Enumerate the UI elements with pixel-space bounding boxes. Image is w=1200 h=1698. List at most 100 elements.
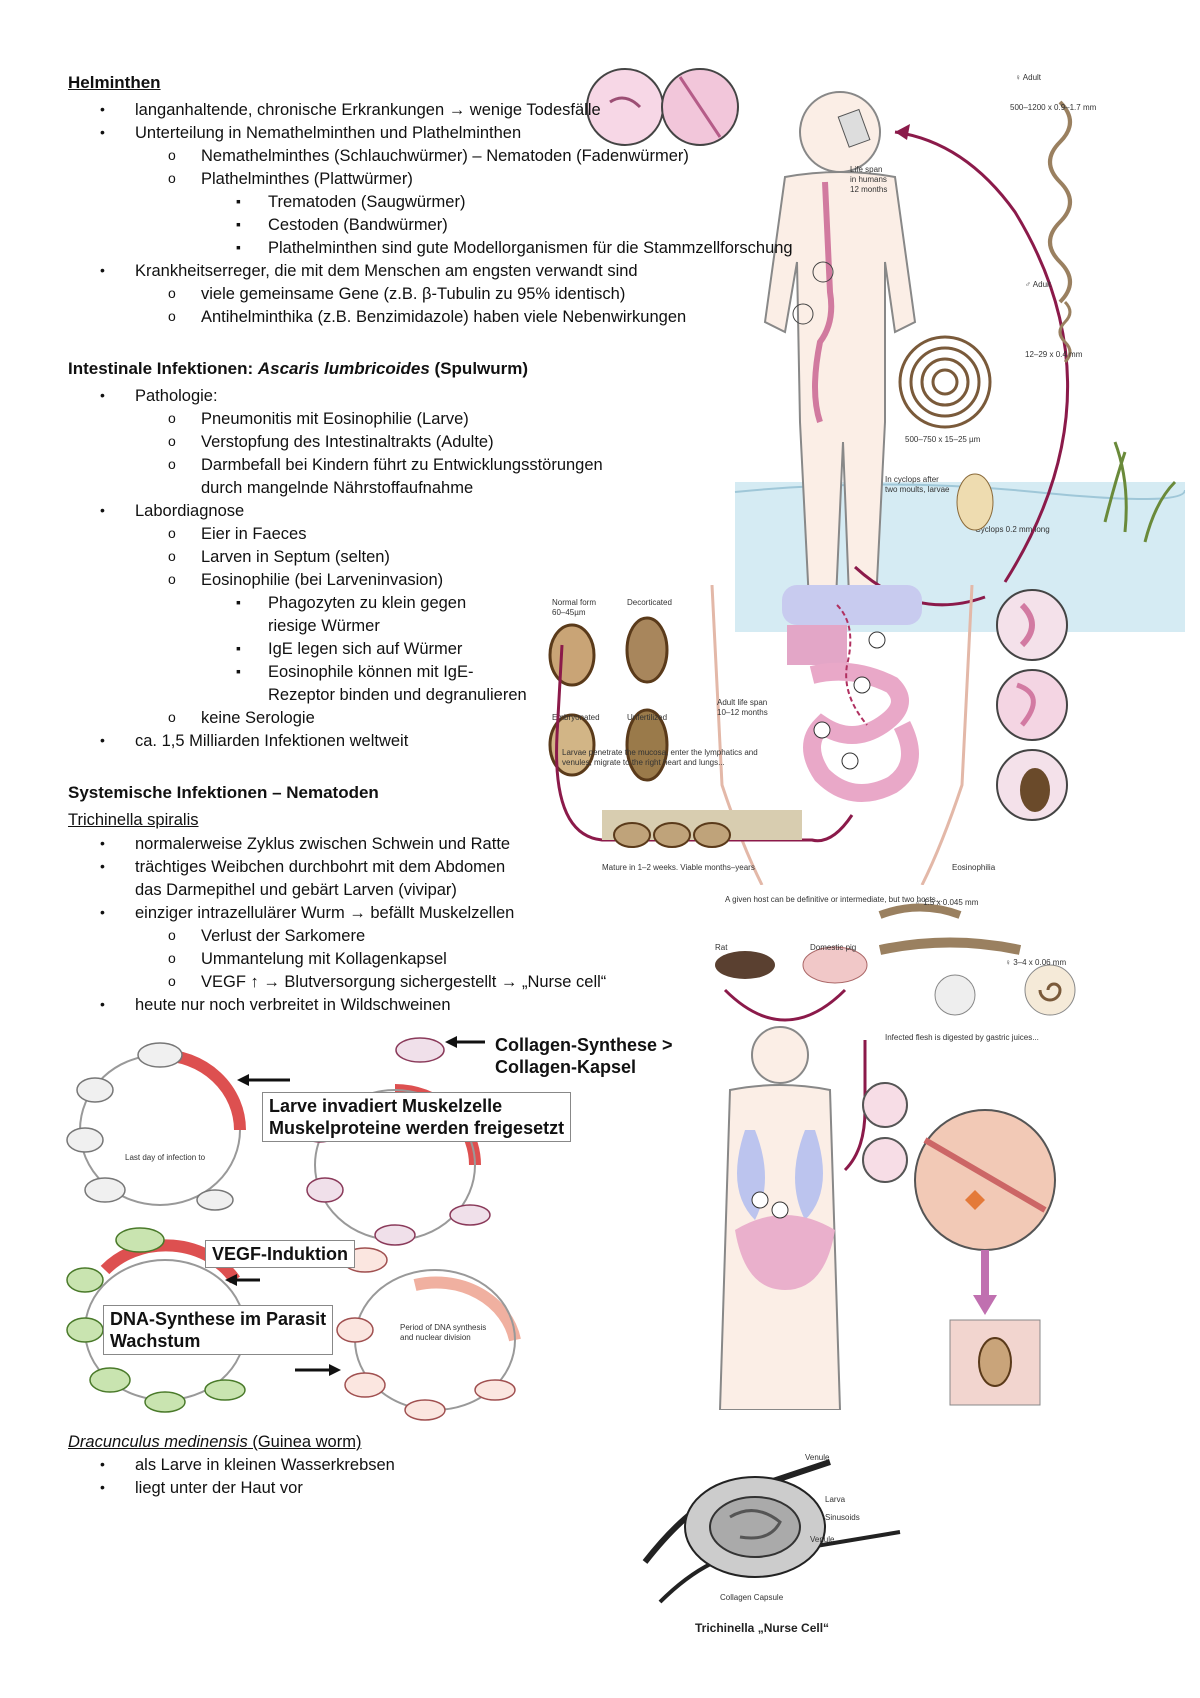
list-item: Phagozyten zu klein gegen — [268, 594, 467, 612]
bullet-marker: o — [168, 285, 176, 301]
section-title-intestinal: Intestinale Infektionen: Ascaris lumbric… — [68, 356, 528, 381]
list-item: das Darmepithel und gebärt Larven (vivip… — [135, 881, 457, 899]
list-item: keine Serologie — [201, 709, 315, 727]
nurse-venule-bottom: Venule — [810, 1535, 835, 1544]
section-subtitle-trichinella: Trichinella spiralis — [68, 811, 199, 829]
list-item: VEGF ↑ → Blutversorgung sichergestellt →… — [201, 973, 607, 991]
list-item: ca. 1,5 Milliarden Infektionen weltweit — [135, 732, 409, 750]
nurse-sinusoids-label: Sinusoids — [825, 1513, 860, 1522]
collagen-label-line1: Collagen-Synthese > — [495, 1035, 673, 1055]
section-title-dracunculus: Dracunculus medinensis (Guinea worm) — [68, 1430, 361, 1455]
svg-text:Life span: Life span — [850, 165, 882, 174]
vegf-label: VEGF-Induktion — [205, 1240, 355, 1268]
larve-invasion-label: Larve invadiert Muskelzelle Muskelprotei… — [262, 1092, 572, 1142]
title-species: Dracunculus medinensis — [68, 1433, 248, 1451]
list-item: normalerweise Zyklus zwischen Schwein un… — [135, 835, 511, 853]
title-prefix: Intestinale Infektionen: — [68, 359, 258, 378]
svg-text:12–29 x 0.4 mm: 12–29 x 0.4 mm — [1025, 350, 1083, 359]
list-item: Plathelminthen sind gute Modellorganisme… — [268, 239, 793, 257]
dracunculus-lifecycle-figure: ♀ Adult 500–1200 x 0.9–1.7 mm ♂ Adult 12… — [585, 62, 1185, 632]
svg-text:and nuclear division: and nuclear division — [400, 1333, 471, 1342]
nurse-capsule-label: Collagen Capsule — [720, 1593, 784, 1602]
bullet-marker: • — [100, 732, 105, 748]
list-item: Eosinophilie (bei Larveninvasion) — [201, 571, 444, 589]
nurse-larva-label: Larva — [825, 1495, 846, 1504]
dna-label-line1: DNA-Synthese im Parasit — [110, 1309, 327, 1329]
list-item: einziger intrazellulärer Wurm → befällt … — [135, 904, 515, 922]
list-item: IgE legen sich auf Würmer — [268, 640, 463, 658]
collagen-label-line2: Collagen-Kapsel — [495, 1057, 637, 1077]
list-item: Verstopfung des Intestinaltrakts (Adulte… — [201, 433, 494, 451]
bullet-marker: o — [168, 147, 176, 163]
svg-text:500–1200 x 0.9–1.7 mm: 500–1200 x 0.9–1.7 mm — [1010, 103, 1097, 112]
bullet-marker: • — [100, 996, 105, 1012]
nurse-cell-figure: Venule Larva Sinusoids Venule Collagen C… — [640, 1432, 920, 1644]
list-item: Ummantelung mit Kollagenkapsel — [201, 950, 447, 968]
svg-text:Domestic pig: Domestic pig — [810, 943, 856, 952]
bullet-marker: o — [168, 927, 176, 943]
svg-text:Mature in 1–2 weeks. Viable mo: Mature in 1–2 weeks. Viable months–years — [602, 863, 755, 872]
list-item: Pathologie: — [135, 387, 218, 405]
title-suffix: (Guinea worm) — [247, 1433, 362, 1451]
svg-text:Period of DNA synthesis: Period of DNA synthesis — [400, 1323, 486, 1332]
list-item: Darmbefall bei Kindern führt zu Entwickl… — [201, 456, 603, 474]
bullet-marker: ▪ — [236, 193, 241, 209]
list-item: Larven in Septum (selten) — [201, 548, 390, 566]
list-item: Nemathelminthes (Schlauchwürmer) – Nemat… — [201, 147, 689, 165]
larve-label-line2: Muskelproteine werden freigesetzt — [269, 1118, 565, 1138]
list-item: als Larve in kleinen Wasserkrebsen — [135, 1456, 395, 1474]
bullet-marker: • — [100, 101, 105, 117]
svg-text:10–12 months: 10–12 months — [717, 708, 768, 717]
list-item: Verlust der Sarkomere — [201, 927, 366, 945]
list-item: Labordiagnose — [135, 502, 245, 520]
bullet-marker: o — [168, 973, 176, 989]
bullet-marker: • — [100, 502, 105, 518]
svg-text:Larvae penetrate the mucosa, e: Larvae penetrate the mucosa, enter the l… — [562, 748, 758, 757]
section-title-helminthen: Helminthen — [68, 73, 161, 92]
title-suffix: (Spulwurm) — [429, 359, 529, 378]
bullet-marker: • — [100, 858, 105, 874]
bullet-marker: • — [100, 904, 105, 920]
dna-label-line2: Wachstum — [110, 1331, 201, 1351]
svg-text:two moults, larvae: two moults, larvae — [885, 485, 950, 494]
svg-text:♀ 3–4 x 0.06 mm: ♀ 3–4 x 0.06 mm — [1005, 958, 1066, 967]
svg-text:Last day of infection to: Last day of infection to — [125, 1153, 206, 1162]
collagen-label: Collagen-Synthese > Collagen-Kapsel — [495, 1034, 673, 1078]
bullet-marker: o — [168, 410, 176, 426]
ascaris-lifecycle-figure: Normal form 60–45µm Decorticated Embryon… — [532, 585, 1137, 885]
list-item: Eosinophile können mit IgE- — [268, 663, 474, 681]
bullet-marker: • — [100, 387, 105, 403]
list-item: riesige Würmer — [268, 617, 380, 635]
bullet-marker: o — [168, 525, 176, 541]
list-item: viele gemeinsame Gene (z.B. β-Tubulin zu… — [201, 285, 626, 303]
bullet-marker: ▪ — [236, 594, 241, 610]
vegf-label-text: VEGF-Induktion — [212, 1244, 348, 1264]
bullet-marker: ▪ — [236, 640, 241, 656]
bullet-marker: o — [168, 308, 176, 324]
bullet-marker: • — [100, 835, 105, 851]
list-item: Antihelminthika (z.B. Benzimidazole) hab… — [201, 308, 687, 326]
list-item: Trematoden (Saugwürmer) — [268, 193, 466, 211]
svg-text:venules, migrate to the right: venules, migrate to the right heart and … — [562, 758, 725, 767]
list-item: Plathelminthes (Plattwürmer) — [201, 170, 413, 188]
bullet-marker: ▪ — [236, 663, 241, 679]
bullet-marker: • — [100, 1479, 105, 1495]
svg-text:Rat: Rat — [715, 943, 728, 952]
svg-text:A given host can be definitive: A given host can be definitive or interm… — [725, 895, 942, 904]
svg-text:Embryonated: Embryonated — [552, 713, 600, 722]
svg-text:Decorticated: Decorticated — [627, 598, 672, 607]
bullet-marker: o — [168, 433, 176, 449]
nurse-cell-caption: Trichinella „Nurse Cell“ — [695, 1621, 829, 1635]
muscle-invasion-figure: Last day of infection to — [65, 1030, 685, 1435]
svg-text:500–750 x 15–25 µm: 500–750 x 15–25 µm — [905, 435, 981, 444]
svg-text:Cyclops 0.2 mm long: Cyclops 0.2 mm long — [975, 525, 1050, 534]
bullet-marker: o — [168, 709, 176, 725]
svg-text:in humans: in humans — [850, 175, 887, 184]
list-item: durch mangelnde Nährstoffaufnahme — [201, 479, 474, 497]
bullet-marker: o — [168, 571, 176, 587]
list-item: heute nur noch verbreitet in Wildschwein… — [135, 996, 451, 1014]
svg-text:Unfertilized: Unfertilized — [627, 713, 667, 722]
list-item: Rezeptor binden und degranulieren — [268, 686, 527, 704]
list-item: Krankheitserreger, die mit dem Menschen … — [135, 262, 638, 280]
bullet-marker: ▪ — [236, 216, 241, 232]
